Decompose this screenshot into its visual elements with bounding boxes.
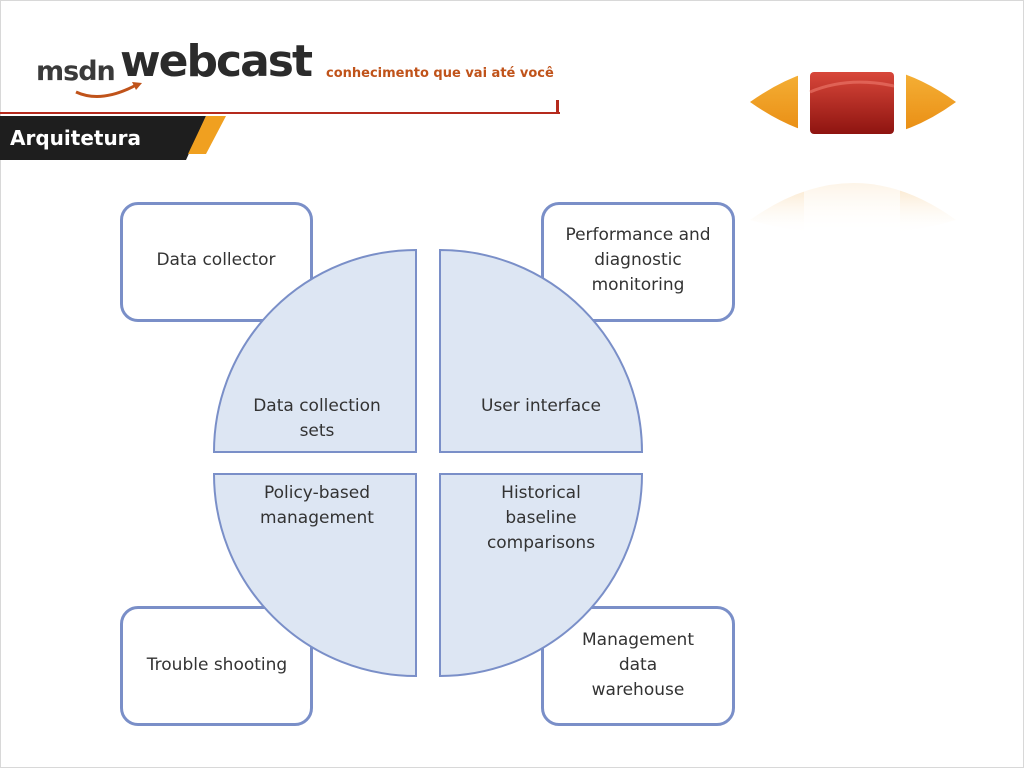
section-tag-shape [0,116,226,160]
quadrant-label-policy-based-management: Policy-based management [260,483,374,528]
quadrant-bottom-left [212,473,417,678]
msdn-webcast-logo: msdn webcast [36,36,336,98]
quadrant-label-data-collection-sets: Data collection sets [253,396,381,441]
logo-webcast-text: webcast [120,36,313,87]
quadrant-top-right [439,248,644,453]
header-divider [0,112,560,114]
box-label-performance-monitoring: Performance and diagnostic monitoring [565,225,711,295]
section-title: Arquitetura [10,126,142,150]
quadrant-bottom-right [439,473,644,678]
logo-msdn-text: msdn [36,56,116,87]
quadrant-top-left [212,248,417,453]
box-label-data-collector: Data collector [156,250,276,270]
box-label-trouble-shooting: Trouble shooting [146,655,288,675]
logo-swoosh-icon [75,82,142,98]
box-trouble-shooting [120,606,313,726]
header-divider-tick [556,100,559,114]
eye-emblem-icon [750,58,956,236]
quadrant-label-historical-baseline: Historical baseline comparisons [486,483,596,553]
box-performance-monitoring [541,202,735,322]
quadrant-label-user-interface: User interface [481,396,601,416]
box-label-management-data-warehouse: Management data warehouse [582,630,694,700]
tagline: conhecimento que vai até você [326,66,554,81]
